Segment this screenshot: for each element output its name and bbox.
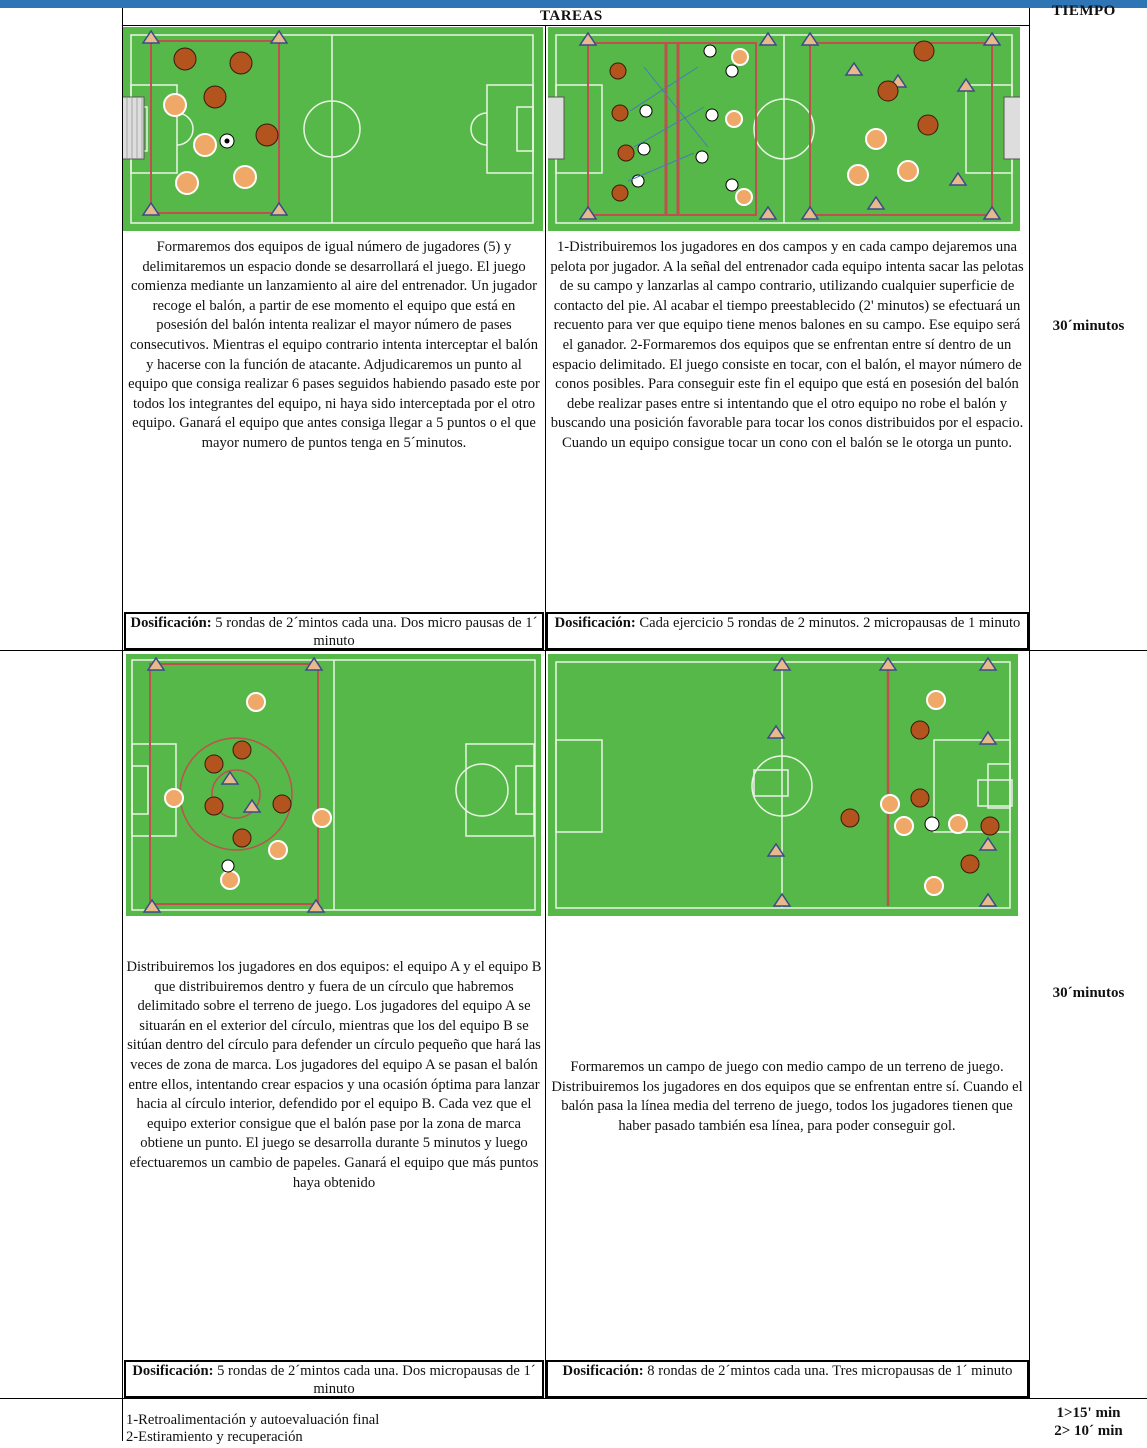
dosage-label: Dosificación: [130,615,212,631]
task4-description: Formaremos un campo de juego con medio c… [551,1059,1023,1134]
dosage-text: 5 rondas de 2´mintos cada una. Dos micro… [213,1363,536,1397]
header-bar [0,0,1147,8]
dosage-label: Dosificación: [554,615,636,631]
dosage-box-1: Dosificación: 5 rondas de 2´mintos cada … [124,612,544,650]
col-divider-left [122,8,123,1441]
time-row3-a: 1>15' min [1056,1405,1121,1421]
header-tiempo: TIEMPO [1052,3,1116,19]
row1-bottom-line [0,650,1147,651]
dosage-box-2: Dosificación: Cada ejercicio 5 rondas de… [546,612,1029,650]
dosage-label: Dosificación: [132,1363,214,1379]
header-row-line [122,25,1029,26]
field-diagram-4 [548,654,1018,916]
dosage-box-4: Dosificación: 8 rondas de 2´mintos cada … [546,1360,1029,1398]
col-divider-mid [545,26,546,1399]
task1-description: Formaremos dos equipos de igual número d… [128,239,540,451]
field-diagram-3 [126,654,541,916]
dosage-label: Dosificación: [562,1363,644,1379]
closing-line-2: 2-Estiramiento y recuperación [126,1429,303,1445]
task3-description: Distribuiremos los jugadores en dos equi… [126,959,542,1191]
header-tareas: TAREAS [540,8,603,24]
task2-description: 1-Distribuiremos los jugadores en dos ca… [550,239,1024,451]
dosage-text: 8 rondas de 2´mintos cada una. Tres micr… [643,1363,1013,1379]
time-row1: 30´minutos [1052,318,1125,334]
dosage-text: 5 rondas de 2´mintos cada una. Dos micro… [211,615,538,649]
time-row2: 30´minutos [1052,985,1125,1001]
field-diagram-1 [123,27,543,231]
row2-bottom-line [0,1398,1147,1399]
field-diagram-2 [548,27,1020,231]
col-divider-right [1029,8,1030,1399]
closing-line-1: 1-Retroalimentación y autoevaluación fin… [126,1412,380,1428]
time-row3-b: 2> 10´ min [1054,1423,1123,1439]
dosage-box-3: Dosificación: 5 rondas de 2´mintos cada … [124,1360,544,1398]
dosage-text: Cada ejercicio 5 rondas de 2 minutos. 2 … [635,615,1021,631]
